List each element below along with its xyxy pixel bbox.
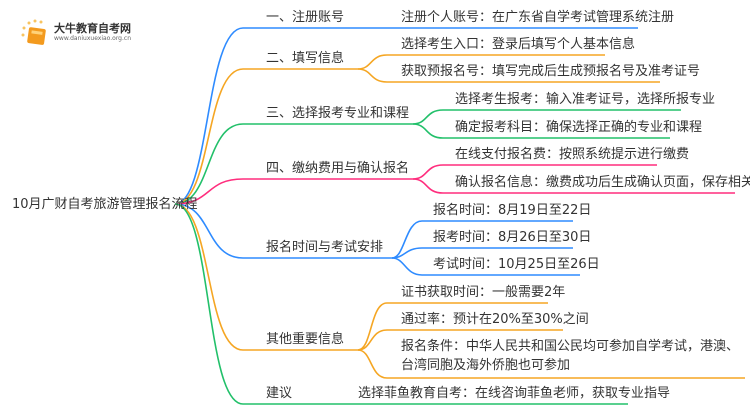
leaf-advice: 选择菲鱼教育自考：在线咨询菲鱼老师，获取专业指导 bbox=[358, 386, 671, 401]
leaf-pass-rate: 通过率：预计在20%至30%之间 bbox=[401, 312, 589, 327]
leaf-register-personal-account: 注册个人账号：在广东省自学考试管理系统注册 bbox=[401, 10, 675, 25]
branch-register-account: 一、注册账号 bbox=[266, 10, 345, 25]
branch-advice: 建议 bbox=[266, 386, 293, 401]
leaf-registration-time: 报名时间：8月19日至22日 bbox=[433, 203, 592, 218]
leaf-confirm-registration: 确认报名信息：缴费成功后生成确认页面，保存相关证明 bbox=[455, 175, 750, 190]
leaf-choose-exam: 选择考生报考：输入准考证号，选择所报专业 bbox=[455, 92, 716, 107]
root-topic: 10月广财自考旅游管理报名流程 bbox=[12, 197, 198, 212]
leaf-certificate-time: 证书获取时间：一般需要2年 bbox=[401, 285, 566, 300]
logo bbox=[20, 18, 50, 52]
leaf-online-payment: 在线支付报名费：按照系统提示进行缴费 bbox=[455, 147, 690, 162]
branch-fill-info: 二、填写信息 bbox=[266, 51, 345, 66]
logo-title: 大牛教育自考网 bbox=[54, 22, 131, 35]
branch-choose-major: 三、选择报考专业和课程 bbox=[266, 106, 410, 121]
branch-pay-confirm: 四、缴纳费用与确认报名 bbox=[266, 161, 410, 176]
book-logo-icon bbox=[21, 19, 46, 45]
leaf-eligibility: 报名条件：中华人民共和国公民均可参加自学考试，港澳、台湾同胞及海外侨胞也可参加 bbox=[401, 339, 740, 373]
branch-schedule: 报名时间与考试安排 bbox=[266, 240, 384, 255]
leaf-get-prereg-number: 获取预报名号：填写完成后生成预报名号及准考证号 bbox=[401, 64, 701, 79]
leaf-application-time: 报考时间：8月26日至30日 bbox=[433, 230, 592, 245]
leaf-confirm-subjects: 确定报考科目：确保选择正确的专业和课程 bbox=[455, 120, 703, 135]
leaf-choose-entry: 选择考生入口：登录后填写个人基本信息 bbox=[401, 37, 636, 52]
logo-url: www.daniuxuexiao.org.cn bbox=[54, 35, 131, 42]
leaf-exam-time: 考试时间：10月25日至26日 bbox=[433, 257, 600, 272]
branch-other-info: 其他重要信息 bbox=[266, 332, 345, 347]
